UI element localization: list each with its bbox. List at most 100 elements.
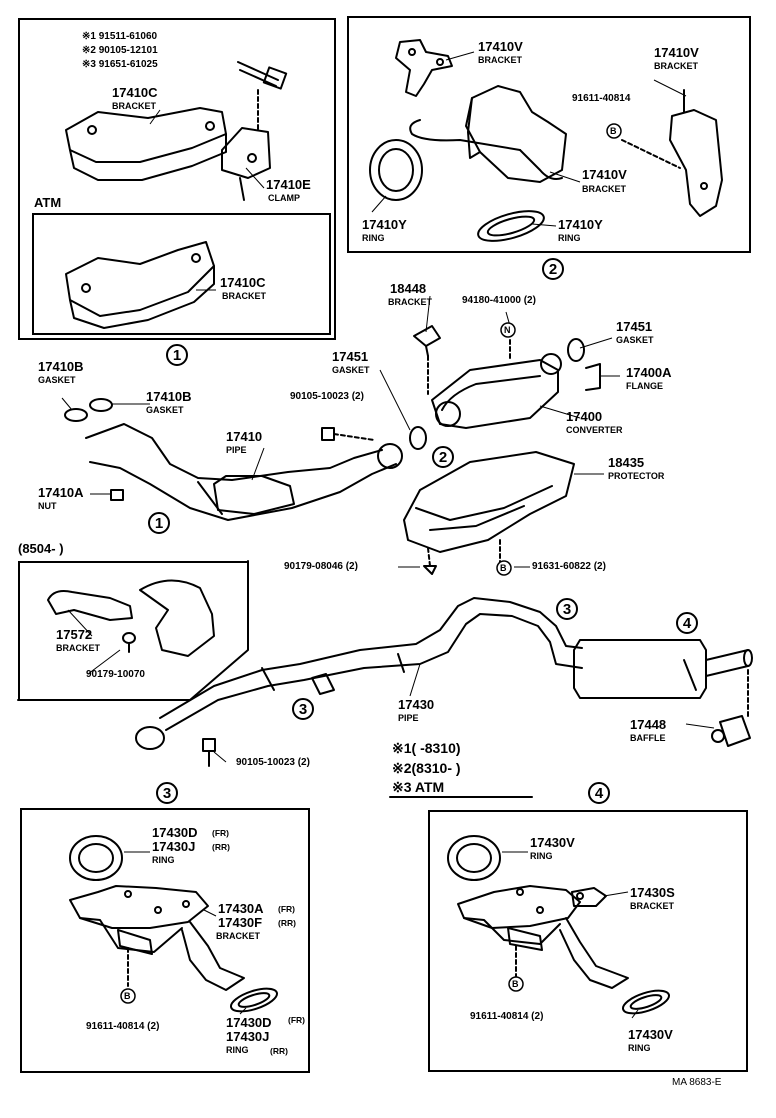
marker-b-label: B [512, 979, 519, 989]
part-name-gasket: GASKET [616, 335, 654, 345]
part-name-gasket: GASKET [38, 375, 76, 385]
marker-n-label: N [504, 325, 511, 335]
front-pipe-cat [213, 475, 295, 515]
part-number-90105-10023-b: 90105-10023 (2) [236, 757, 310, 768]
ring-17430d-b-inner [237, 992, 271, 1008]
converter-body [431, 359, 559, 429]
clamp-hole [247, 153, 257, 163]
part-name-protector: PROTECTOR [608, 471, 665, 481]
variant-rr: (RR) [278, 918, 296, 928]
note-atm: ※3 ATM [392, 779, 445, 795]
part-name-nut: NUT [38, 501, 57, 511]
bracket-17430a-pad [117, 929, 153, 955]
bracket-17430s-clip [571, 887, 607, 907]
ring-17410y-left-inner [378, 148, 414, 192]
ring-17430d-inner [78, 843, 114, 873]
serial-range-8504: (8504- ) [18, 541, 64, 556]
marker-b-label: B [124, 991, 131, 1001]
part-name-clamp: CLAMP [268, 193, 300, 203]
baffle-17448 [719, 715, 751, 747]
atm-bracket-shape [65, 241, 215, 317]
part-name-ring: RING [226, 1045, 249, 1055]
bolt-90105-b [202, 738, 216, 752]
detail-box-2 [347, 16, 751, 253]
part-name-flange: FLANGE [626, 381, 663, 391]
marker-b [496, 560, 512, 576]
atm-inner-box [32, 213, 331, 335]
part-name-bracket: BRACKET [388, 297, 432, 307]
note-serial-1: ※1( -8310) [392, 740, 461, 756]
part-number-17410a: 17410A [38, 485, 84, 500]
part-ref-90105-12101: ※2 90105-12101 [82, 45, 158, 56]
part-name-ring: RING [530, 851, 553, 861]
bracket-17430a-top [69, 885, 209, 929]
part-number-17430a: 17430A [218, 901, 264, 916]
bracket-17410c-side [69, 133, 227, 181]
part-name-gasket: GASKET [146, 405, 184, 415]
marker-b [606, 123, 622, 139]
bracket-hole [436, 58, 444, 66]
protector-shape [403, 451, 575, 553]
marker-b-label: B [500, 563, 507, 573]
protector-rib [415, 485, 553, 521]
part-number-17451: 17451 [616, 319, 653, 334]
part-name-ring: RING [152, 855, 175, 865]
note-serial-2: ※2(8310- ) [392, 760, 461, 776]
part-name-bracket: BRACKET [630, 901, 674, 911]
part-name-bracket: BRACKET [582, 184, 626, 194]
ring-17430v-b-outer [622, 989, 670, 1015]
marker-n [500, 322, 516, 338]
hanger-clamp-3 [311, 673, 335, 695]
bracket-hole [87, 125, 97, 135]
part-number-17410v: 17410V [582, 167, 627, 182]
bracket-hole [536, 906, 544, 914]
part-number-17400a: 17400A [626, 365, 672, 380]
ref-circle-4: 4 [588, 782, 610, 804]
part-name-ring: RING [558, 233, 581, 243]
converter-rib [441, 375, 541, 411]
part-name-baffle: BAFFLE [630, 733, 666, 743]
leader-dashed [621, 139, 681, 169]
part-name-ring: RING [362, 233, 385, 243]
part-name-ring: RING [628, 1043, 651, 1053]
nut-90179-b [122, 632, 136, 644]
part-number-17410v: 17410V [654, 45, 699, 60]
ref-circle-4: 4 [676, 612, 698, 634]
front-pipe-upper [85, 423, 383, 481]
ring-17430v-inner [456, 843, 492, 873]
bracket-17430a-mid [79, 917, 183, 953]
ref-circle-3: 3 [556, 598, 578, 620]
protector-rib-2 [429, 505, 525, 531]
bracket-hole [700, 182, 708, 190]
part-name-pipe: PIPE [226, 445, 247, 455]
bracket-17430s-top [457, 885, 581, 929]
bolt-90105-a-leader [333, 433, 375, 441]
bracket-17430s-strap [559, 917, 629, 989]
ring-17410y-left-outer [369, 139, 423, 201]
gasket-17451-right [567, 338, 585, 362]
ring-17410y-lower-inner [486, 215, 536, 237]
variant-rr: (RR) [212, 842, 230, 852]
part-number-17430v: 17430V [628, 1027, 673, 1042]
clamp-shape [221, 127, 271, 179]
bracket-17430s-pad [507, 927, 543, 951]
part-number-17410c-atm: 17410C [220, 275, 266, 290]
part-name-bracket: BRACKET [112, 101, 156, 111]
ref-circle-1: 1 [148, 512, 170, 534]
ref-circle-3: 3 [292, 698, 314, 720]
leader-lines [61, 51, 715, 1019]
hanger-rod [409, 119, 521, 151]
part-number-17451: 17451 [332, 349, 369, 364]
part-name-bracket: BRACKET [222, 291, 266, 301]
front-pipe-lower [89, 461, 397, 521]
bracket-17410c-shape [65, 107, 227, 163]
variant-rr: (RR) [270, 1046, 288, 1056]
variant-fr: (FR) [288, 1015, 305, 1025]
bracket-hole [191, 253, 201, 263]
part-number-91611-40814: 91611-40814 (2) [470, 1011, 544, 1022]
part-number-17410c: 17410C [112, 85, 158, 100]
converter-outlet [540, 353, 562, 375]
bracket-hole [81, 283, 91, 293]
detail-box-1 [18, 18, 336, 340]
